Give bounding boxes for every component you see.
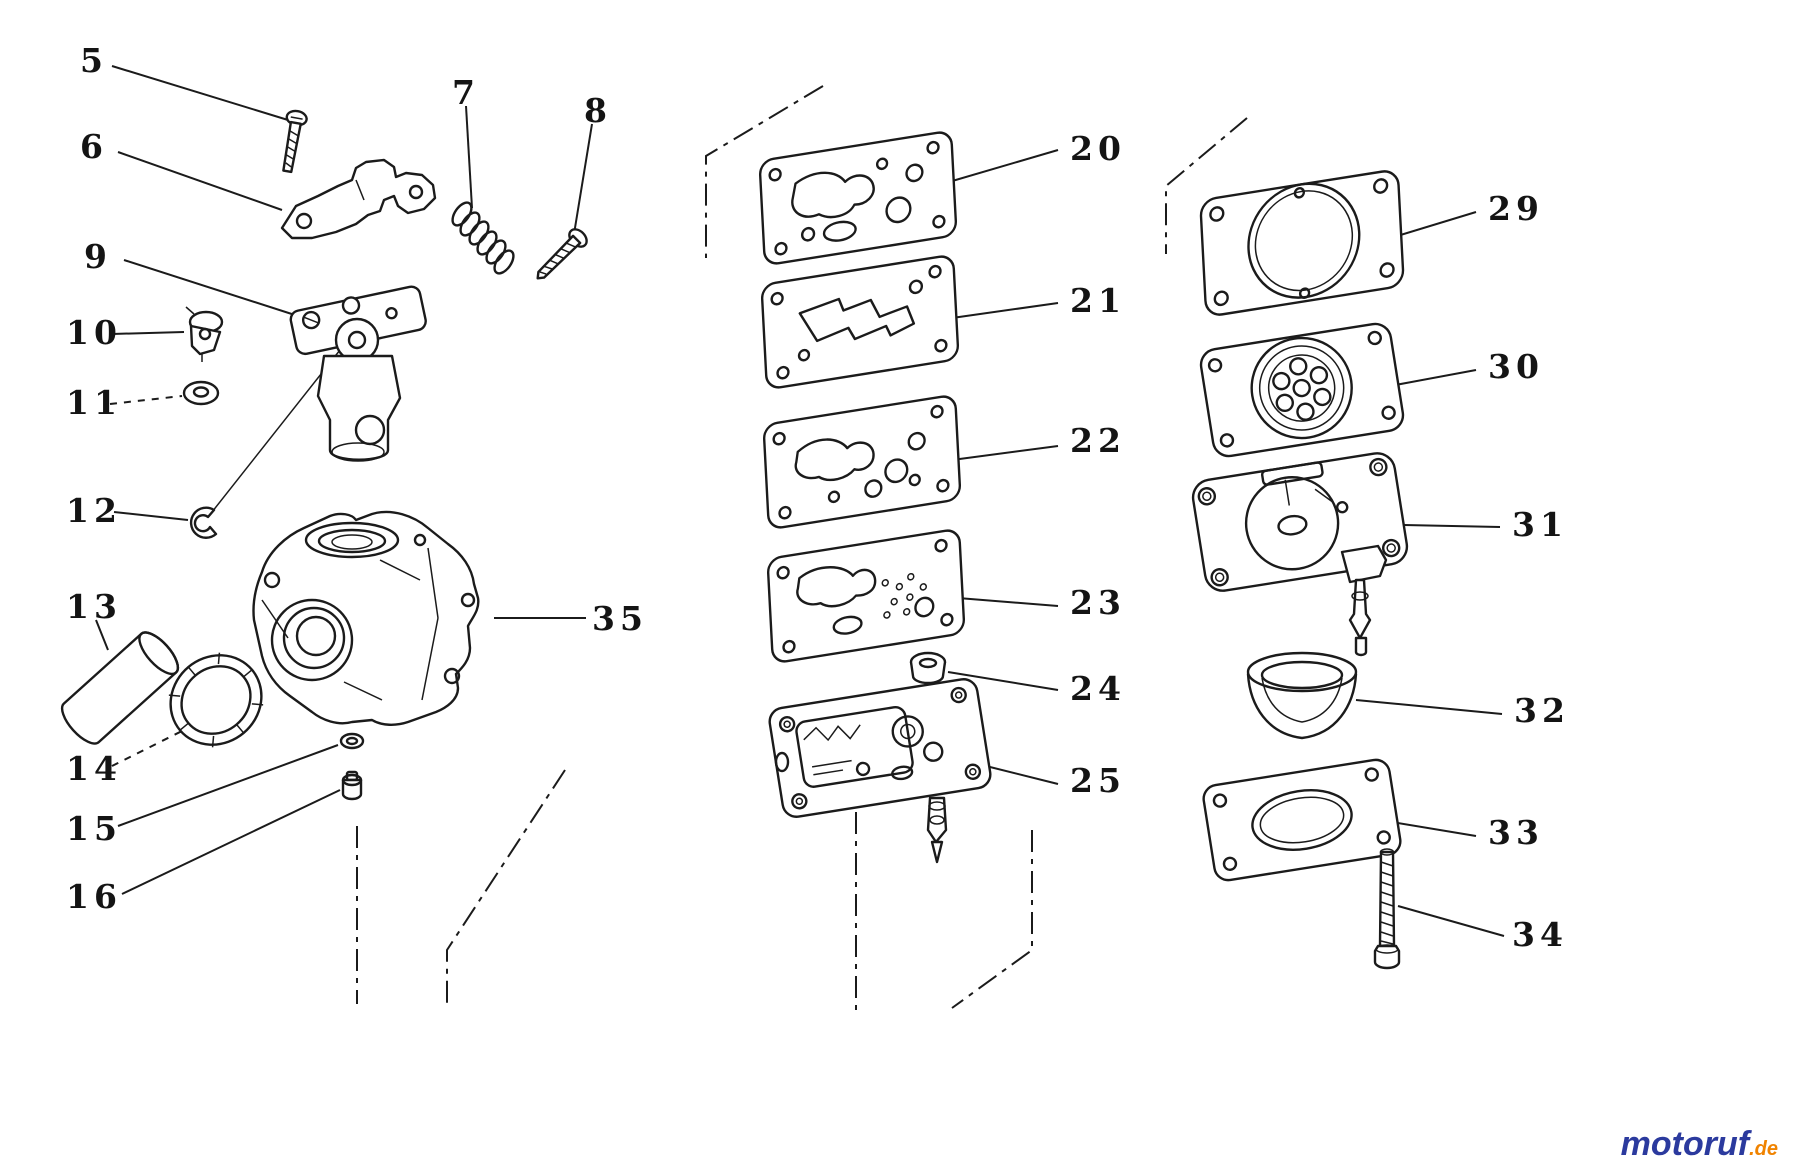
- part-label-13: 13: [66, 587, 122, 626]
- phantom-lines: [356, 85, 1248, 1010]
- washer-part-11: [182, 380, 220, 406]
- metering-body-part-31: [1191, 452, 1409, 657]
- part-label-29: 29: [1488, 189, 1544, 228]
- part-number-labels: 5 6 7 8 9 10 11 12 13 14 15 16 20 21 22 …: [66, 41, 1570, 954]
- motoruf-logo-suffix: .de: [1749, 1138, 1778, 1160]
- part-label-5: 5: [80, 41, 108, 80]
- primer-cup-part-32: [1246, 651, 1358, 740]
- part-label-33: 33: [1488, 813, 1544, 852]
- valve-cap-part-24: [909, 651, 947, 685]
- screw-part-5: [282, 109, 308, 174]
- spring-part-7: [451, 201, 515, 275]
- motoruf-logo-brand: motoruf: [1620, 1125, 1750, 1163]
- pump-body-part-25: [768, 678, 992, 864]
- part-label-32: 32: [1514, 691, 1570, 730]
- part-label-34: 34: [1512, 915, 1568, 954]
- part-label-7: 7: [452, 73, 480, 112]
- part-label-22: 22: [1070, 421, 1126, 460]
- filter-part-13: [60, 631, 180, 745]
- part-label-15: 15: [66, 809, 122, 848]
- part-label-14: 14: [66, 749, 122, 788]
- part-label-25: 25: [1070, 761, 1126, 800]
- part-label-30: 30: [1488, 347, 1544, 386]
- part-label-31: 31: [1512, 505, 1568, 544]
- grommet-part-16: [341, 770, 363, 801]
- retainer-plate-part-33: [1202, 758, 1402, 882]
- seal-part-14: [168, 652, 264, 748]
- part-label-8: 8: [584, 91, 612, 130]
- gasket-part-29: [1199, 170, 1405, 316]
- diaphragm-part-21: [760, 255, 960, 389]
- carburetor-body-part-35: [252, 510, 480, 726]
- gasket-part-20: [758, 131, 958, 265]
- part-label-20: 20: [1070, 129, 1126, 168]
- part-label-24: 24: [1070, 669, 1126, 708]
- part-label-23: 23: [1070, 583, 1126, 622]
- part-label-10: 10: [66, 313, 122, 352]
- inlet-fitting-part-10: [185, 306, 224, 362]
- throttle-assembly-part-9: [289, 285, 427, 462]
- clip-part-12: [189, 506, 218, 539]
- diaphragm-part-23: [766, 529, 966, 663]
- ring-part-15: [339, 732, 365, 750]
- screw-part-8: [536, 228, 588, 280]
- motoruf-logo[interactable]: motoruf.de: [1621, 1125, 1778, 1164]
- part-label-11: 11: [66, 383, 122, 422]
- part-label-9: 9: [84, 237, 112, 276]
- leader-lines: [95, 65, 1505, 937]
- bracket-part-6: [280, 158, 437, 240]
- screw-part-34: [1373, 848, 1401, 970]
- diaphragm-part-30: [1199, 322, 1405, 458]
- part-label-16: 16: [66, 877, 122, 916]
- part-label-21: 21: [1070, 281, 1126, 320]
- part-label-6: 6: [80, 127, 108, 166]
- part-label-35: 35: [592, 599, 648, 638]
- gasket-part-22: [762, 395, 962, 529]
- part-label-12: 12: [66, 491, 122, 530]
